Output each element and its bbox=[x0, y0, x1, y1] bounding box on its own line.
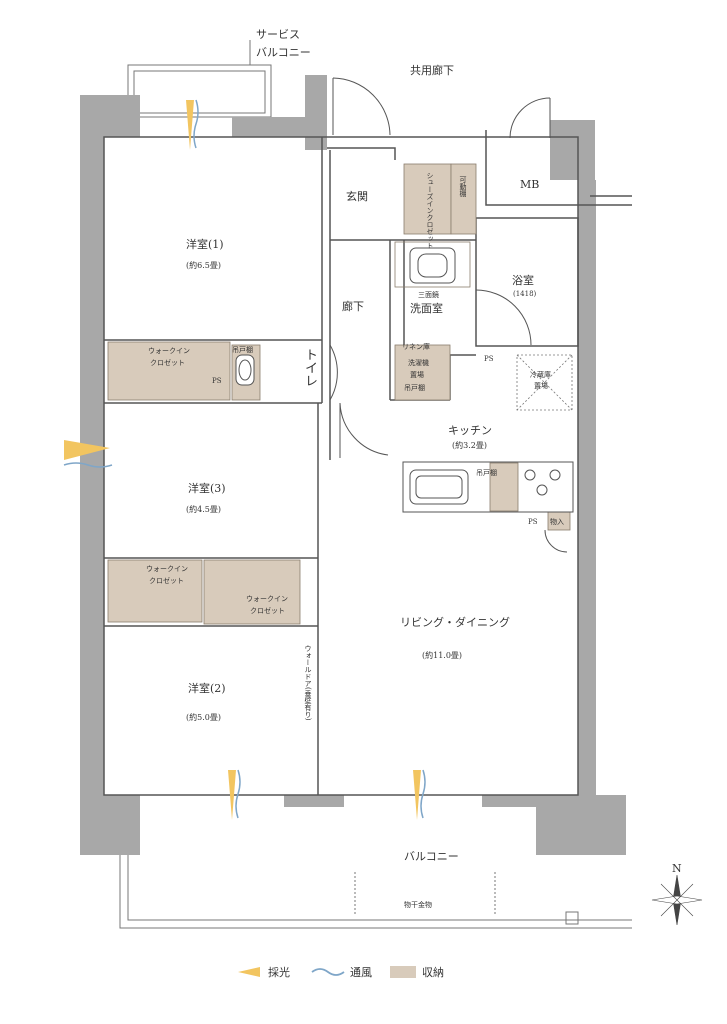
structural-walls bbox=[80, 75, 626, 855]
kitchen-size: (約3.2畳) bbox=[452, 441, 487, 450]
wic-1 bbox=[107, 341, 231, 401]
washroom-label: 洗面室 bbox=[410, 302, 443, 315]
kitchen-shelf bbox=[489, 462, 519, 512]
wic2-label-2: クロゼット bbox=[149, 577, 184, 585]
common-corridor-label: 共用廊下 bbox=[410, 64, 454, 77]
balcony-label: バルコニー bbox=[404, 850, 459, 863]
movable-shelf-label: 可動棚 bbox=[459, 176, 467, 197]
balcony bbox=[119, 855, 632, 929]
wall-door-label: ウォールドア(垂壁有り) bbox=[304, 645, 312, 721]
kitchen-name: キッチン bbox=[448, 424, 492, 437]
washroom-counter bbox=[394, 241, 471, 288]
bathroom-name: 浴室 bbox=[512, 274, 534, 287]
sink-icon bbox=[409, 247, 456, 284]
ps2-label: PS bbox=[484, 355, 494, 363]
room2-size: (約5.0畳) bbox=[186, 713, 221, 722]
legend-storage-icon bbox=[390, 966, 416, 978]
wic-3 bbox=[203, 559, 301, 625]
wic-2 bbox=[107, 559, 203, 623]
linen-label: リネン庫 bbox=[402, 343, 430, 351]
service-balcony-label-2: バルコニー bbox=[256, 46, 311, 59]
storage-areas bbox=[107, 163, 571, 625]
wic3-label-1: ウォークイン bbox=[246, 595, 288, 603]
room2-name: 洋室(2) bbox=[188, 682, 226, 695]
legend-wind-icon bbox=[311, 968, 345, 976]
ps1-label: PS bbox=[212, 377, 222, 385]
hanging-shelf-3: 吊戸棚 bbox=[476, 469, 497, 477]
fridge-label-2: 置場 bbox=[534, 382, 548, 390]
movable-shelf bbox=[450, 163, 477, 235]
legend-swatches bbox=[238, 966, 416, 978]
service-balcony-label-1: サービス bbox=[256, 28, 300, 41]
north-label: N bbox=[672, 862, 682, 875]
hanging-shelf-1: 吊戸棚 bbox=[232, 346, 253, 354]
wind-wave-icon bbox=[63, 99, 426, 819]
room3-size: (約4.5畳) bbox=[186, 505, 221, 514]
doors bbox=[329, 77, 568, 553]
washer-label-1: 洗濯機 bbox=[408, 359, 429, 367]
corridor-label: 廊下 bbox=[342, 300, 364, 313]
wic3-label-2: クロゼット bbox=[250, 607, 285, 615]
washer-label-2: 置場 bbox=[410, 371, 424, 379]
shoe-closet-label: シューズインクロゼット bbox=[426, 172, 434, 249]
bathroom-size: (1418) bbox=[513, 290, 537, 298]
legend-wind-label: 通風 bbox=[350, 966, 372, 979]
three-mirror-label: 三面鏡 bbox=[418, 291, 439, 299]
kitchen-counter bbox=[402, 461, 574, 513]
ps3-label: PS bbox=[528, 518, 538, 526]
linen-washer bbox=[394, 344, 451, 401]
room3-name: 洋室(3) bbox=[188, 482, 226, 495]
drying-hardware-label: 物干金物 bbox=[404, 901, 432, 909]
interior-walls bbox=[103, 136, 579, 796]
legend-light-icon bbox=[238, 967, 260, 977]
room1-name: 洋室(1) bbox=[186, 238, 224, 251]
compass-rose-icon bbox=[651, 874, 703, 926]
hanging-shelf-2: 吊戸棚 bbox=[404, 384, 425, 392]
wic2-label-1: ウォークイン bbox=[146, 565, 188, 573]
room1-size: (約6.5畳) bbox=[186, 261, 221, 270]
service-balcony bbox=[127, 40, 272, 118]
legend-light-label: 採光 bbox=[268, 966, 290, 979]
fridge-label-1: 冷蔵庫 bbox=[530, 371, 551, 379]
entrance-label: 玄関 bbox=[346, 190, 368, 203]
legend-storage-label: 収納 bbox=[422, 966, 444, 979]
wic1-label-1: ウォークイン bbox=[148, 347, 190, 355]
mb-label: MB bbox=[520, 178, 540, 191]
toilet-label: トイレ bbox=[302, 348, 317, 387]
living-name: リビング・ダイニング bbox=[400, 616, 510, 629]
sunlight-arrow-icon bbox=[64, 100, 421, 820]
wic1-label-2: クロゼット bbox=[150, 359, 185, 367]
toilet-icon bbox=[235, 354, 255, 386]
living-size: (約11.0畳) bbox=[422, 651, 463, 660]
storage-label: 物入 bbox=[550, 518, 564, 526]
fridge-icon bbox=[516, 354, 573, 411]
corridor-lines bbox=[327, 130, 632, 206]
